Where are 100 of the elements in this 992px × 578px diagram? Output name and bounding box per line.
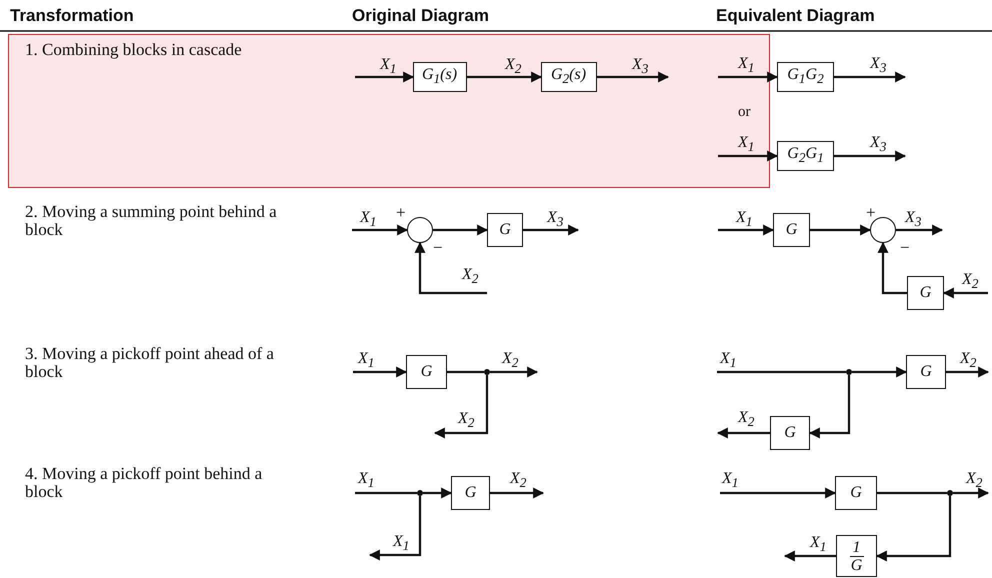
sign-label: + (866, 203, 876, 223)
transfer-block (451, 476, 490, 510)
signal-arrow (718, 150, 778, 162)
summing-junction (407, 217, 433, 243)
row-description: 3. Moving a pickoff point ahead of a block (25, 345, 275, 381)
sign-label: − (900, 238, 910, 258)
row-description: 4. Moving a pickoff point behind a block (25, 465, 264, 501)
signal-arrow (355, 72, 414, 82)
fraction-denominator: G (850, 556, 862, 574)
block-label: G$_{2}$G$_{1}$ (787, 145, 824, 167)
block-label: G (920, 363, 932, 381)
signal-arrow (834, 150, 906, 162)
signal-arrow (878, 242, 907, 294)
signal-label: X$_{3}$ (870, 55, 886, 76)
signal-label: X$_{2}$ (966, 470, 982, 492)
signal-label: X$_{1}$ (720, 350, 736, 372)
signal-label: X$_{3}$ (632, 56, 648, 78)
signal-label: X$_{1}$ (810, 534, 826, 556)
column-header: Original Diagram (352, 6, 489, 26)
signal-label: X$_{1}$ (360, 209, 376, 230)
signal-label: X$_{2}$ (502, 350, 518, 372)
pickoff-point (484, 369, 490, 375)
signal-arrow (810, 224, 872, 236)
signal-arrow (784, 550, 836, 562)
signal-arrow (423, 488, 452, 498)
signal-arrow (946, 366, 990, 378)
signal-label: X$_{1}$ (738, 55, 754, 76)
signal-arrow (353, 366, 408, 378)
signal-label: X$_{1}$ (736, 209, 752, 230)
block-label: G (920, 284, 932, 302)
signal-arrow (896, 224, 944, 236)
sign-label: + (396, 203, 406, 223)
block-label: G (499, 221, 511, 239)
signal-arrow (467, 72, 542, 82)
signal-label: X$_{1}$ (358, 470, 374, 492)
signal-label: X$_{1}$ (380, 56, 396, 78)
signal-arrow (597, 72, 670, 82)
transfer-block (835, 476, 877, 510)
signal-label: X$_{2}$ (505, 56, 522, 78)
block-label: G (420, 363, 432, 381)
signal-label: X$_{2}$ (458, 410, 474, 432)
transfer-block (770, 416, 810, 450)
transfer-block (907, 276, 944, 310)
block-label: G (850, 484, 862, 502)
signal-label: X$_{3}$ (870, 134, 886, 156)
signal-arrow (716, 428, 770, 438)
signal-label: X$_{2}$ (738, 409, 754, 430)
signal-label: X$_{3}$ (547, 209, 564, 230)
transfer-block (906, 355, 946, 389)
signal-arrow (852, 366, 908, 378)
row-description: 2. Moving a summing point behind a block (25, 203, 278, 239)
pickoff-point (846, 369, 852, 375)
signal-arrow (434, 375, 488, 438)
transfer-block (836, 535, 877, 577)
signal-arrow (490, 366, 538, 378)
signal-arrow (352, 224, 408, 236)
signal-arrow (490, 488, 544, 498)
column-header: Equivalent Diagram (716, 6, 875, 26)
block-label: G$_{1}$(s) (422, 66, 458, 88)
signal-arrow (718, 72, 778, 82)
signal-arrow (834, 72, 906, 82)
block-label: G (784, 424, 796, 442)
signal-arrow (942, 288, 988, 298)
row-description: 1. Combining blocks in cascade (25, 41, 243, 59)
block-label: G (464, 484, 476, 502)
signal-arrow (876, 496, 952, 562)
signal-arrow (414, 242, 487, 294)
transfer-block (412, 62, 466, 92)
signal-arrow (368, 496, 422, 560)
highlight-band (8, 34, 770, 188)
column-header: Transformation (10, 6, 134, 26)
pickoff-point (417, 490, 423, 496)
signal-label: X$_{1}$ (738, 134, 754, 156)
sign-label: − (433, 238, 443, 258)
signal-arrow (808, 375, 850, 438)
signal-label: X$_{1}$ (722, 470, 738, 492)
signal-label: X$_{2}$ (962, 271, 978, 292)
transfer-block (777, 62, 834, 92)
signal-arrow (718, 224, 774, 236)
signal-arrow (953, 488, 990, 498)
fraction-numerator: 1 (850, 538, 864, 556)
signal-label: X$_{2}$ (960, 350, 976, 372)
signal-label: X$_{3}$ (905, 209, 922, 230)
signal-arrow (523, 224, 580, 236)
signal-label: X$_{2}$ (462, 266, 478, 288)
block-label: G$_{1}$G$_{2}$ (787, 66, 824, 88)
signal-arrow (720, 488, 836, 498)
block-label: G$_{2}$(s) (550, 66, 586, 88)
transfer-block (406, 355, 447, 389)
transfer-block (540, 62, 596, 92)
connector-word: or (738, 104, 750, 121)
transfer-block (773, 213, 810, 247)
signal-label: X$_{2}$ (510, 470, 526, 492)
signal-label: X$_{1}$ (393, 533, 410, 554)
summing-junction (870, 217, 896, 243)
pickoff-point (947, 490, 953, 496)
signal-label: X$_{1}$ (358, 350, 374, 372)
transfer-block (777, 141, 834, 171)
transfer-block (487, 213, 523, 247)
block-label: G (786, 221, 798, 239)
